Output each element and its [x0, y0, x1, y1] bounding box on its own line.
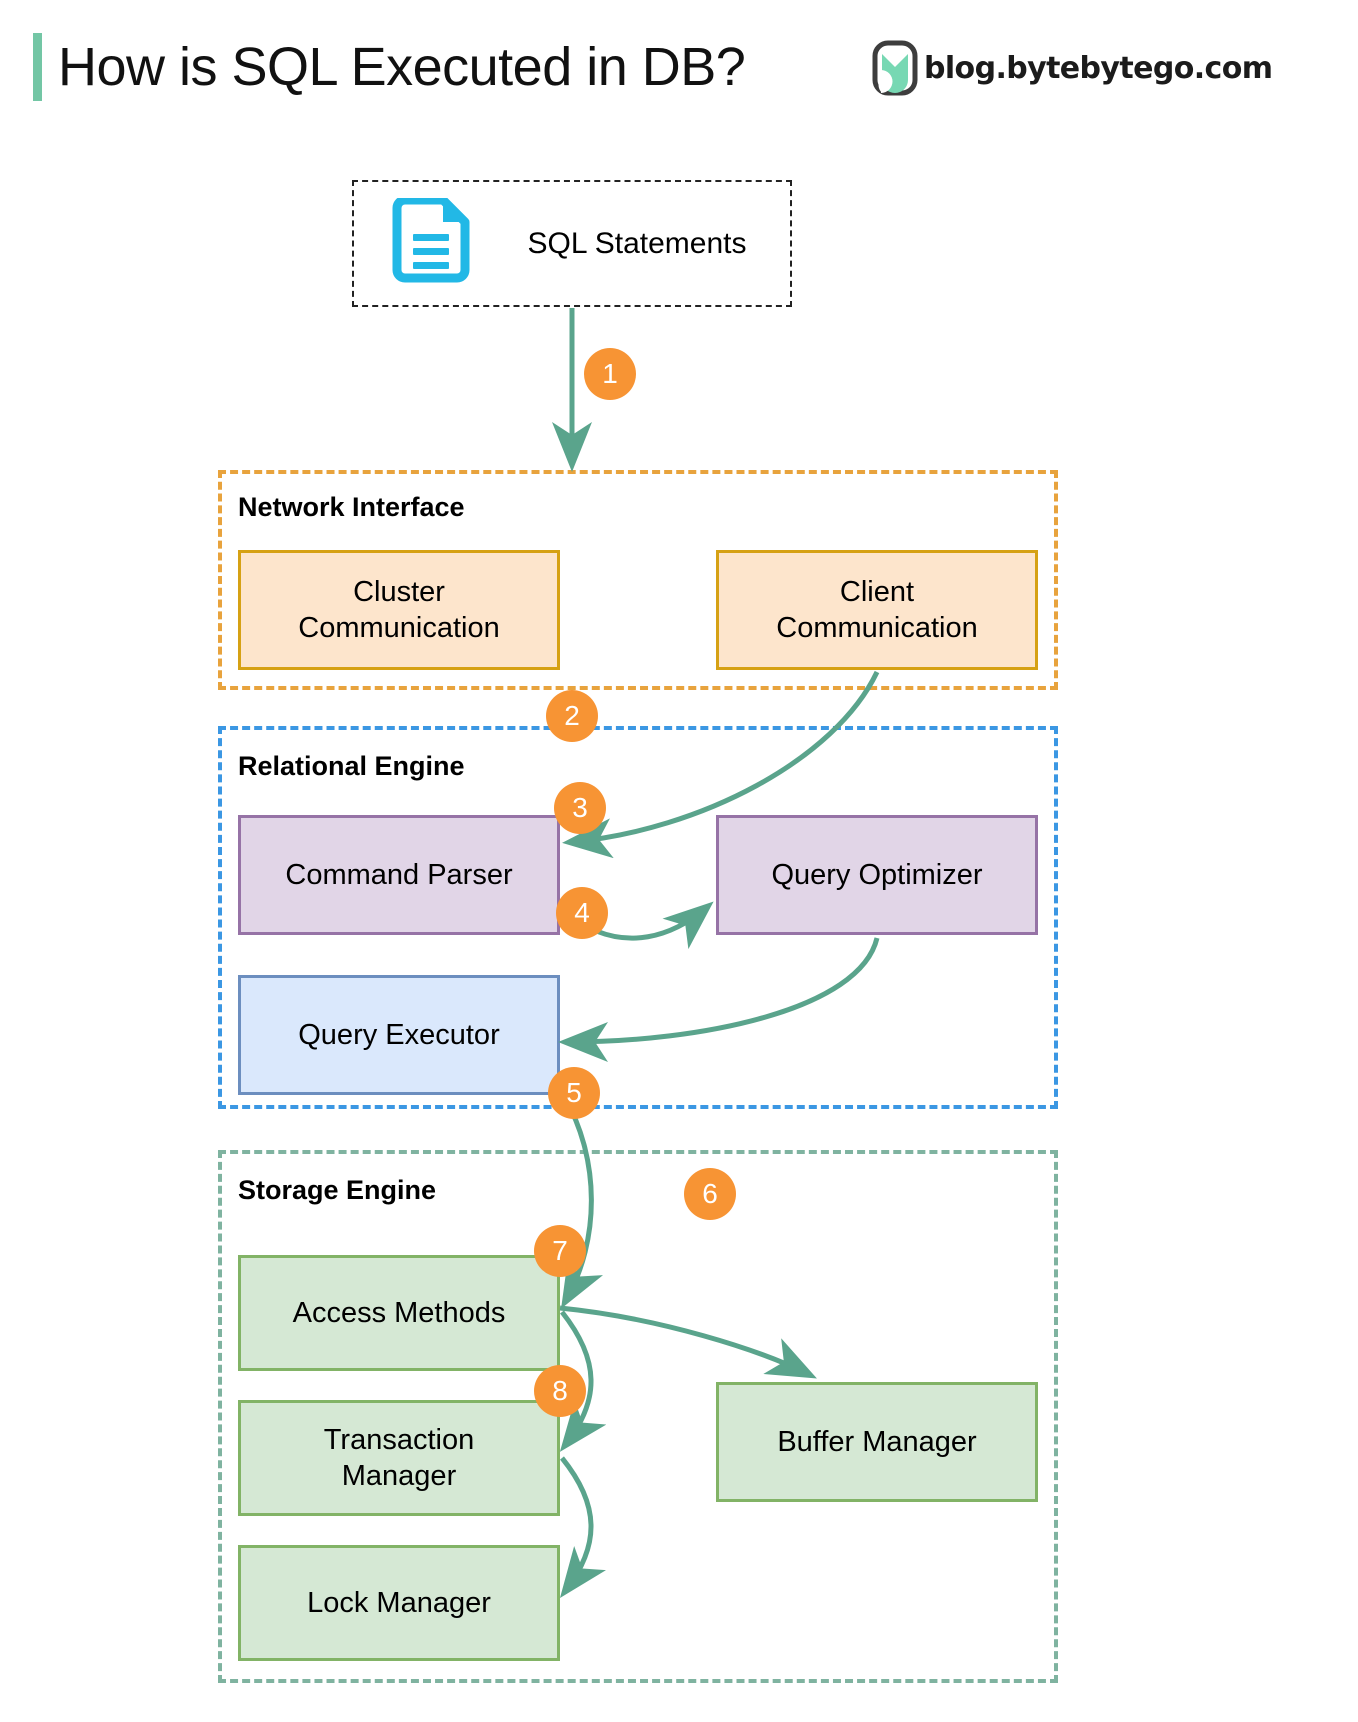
node-cluster-communication-line1: Cluster — [353, 575, 445, 608]
group-relational-engine — [218, 726, 1058, 1109]
group-network-interface — [218, 470, 1058, 690]
brand: blog.bytebytego.com — [872, 38, 1273, 98]
step-badge-7: 7 — [534, 1225, 586, 1277]
node-client-communication-line2: Communication — [776, 612, 978, 644]
document-icon — [385, 195, 477, 290]
node-query-executor-label: Query Executor — [298, 1018, 500, 1051]
arrow-step-7 — [559, 1310, 607, 1452]
arrow-step-4 — [558, 937, 880, 1062]
group-label-relational-engine: Relational Engine — [238, 751, 465, 781]
node-transaction-manager-line1: Transaction — [323, 1423, 475, 1456]
bytebytego-logo-icon — [872, 40, 918, 96]
node-client-communication-line1: Client — [839, 575, 915, 608]
group-storage-engine — [218, 1150, 1058, 1683]
title-accent-bar — [33, 33, 42, 101]
sql-statements-label: SQL Statements — [527, 226, 747, 260]
node-cluster-communication[interactable]: Cluster Communication — [238, 550, 560, 670]
group-label-storage-engine: Storage Engine — [238, 1175, 437, 1205]
step-badge-1: 1 — [584, 348, 636, 400]
step-badge-4: 4 — [556, 887, 608, 939]
node-client-communication[interactable]: Client Communication — [716, 550, 1038, 670]
node-access-methods[interactable]: Access Methods — [238, 1255, 560, 1371]
node-buffer-manager-label: Buffer Manager — [777, 1425, 977, 1458]
page-title: How is SQL Executed in DB? — [58, 37, 746, 97]
node-command-parser[interactable]: Command Parser — [238, 815, 560, 935]
arrow-step-6 — [559, 1305, 817, 1379]
node-lock-manager-label: Lock Manager — [307, 1586, 491, 1619]
page-header: How is SQL Executed in DB? blog.bytebyte… — [0, 0, 1358, 130]
arrow-step-2 — [562, 670, 880, 859]
node-buffer-manager[interactable]: Buffer Manager — [716, 1382, 1038, 1502]
step-badge-5: 5 — [548, 1067, 600, 1119]
node-lock-manager[interactable]: Lock Manager — [238, 1545, 560, 1661]
node-query-executor[interactable]: Query Executor — [238, 975, 560, 1095]
node-cluster-communication-line2: Communication — [298, 612, 500, 644]
step-badge-2: 2 — [546, 690, 598, 742]
step-badge-3: 3 — [554, 782, 606, 834]
node-transaction-manager-line2: Manager — [341, 1460, 457, 1492]
node-command-parser-label: Command Parser — [285, 858, 513, 891]
node-transaction-manager[interactable]: Transaction Manager — [238, 1400, 560, 1516]
arrow-step-8 — [559, 1456, 607, 1598]
group-label-network-interface: Network Interface — [238, 492, 465, 522]
step-badge-8: 8 — [534, 1365, 586, 1417]
arrow-step-5 — [561, 1096, 604, 1309]
brand-url-label: blog.bytebytego.com — [924, 50, 1273, 86]
step-badge-6: 6 — [684, 1168, 736, 1220]
node-access-methods-label: Access Methods — [292, 1296, 506, 1329]
node-query-optimizer-label: Query Optimizer — [771, 858, 983, 891]
node-query-optimizer[interactable]: Query Optimizer — [716, 815, 1038, 935]
